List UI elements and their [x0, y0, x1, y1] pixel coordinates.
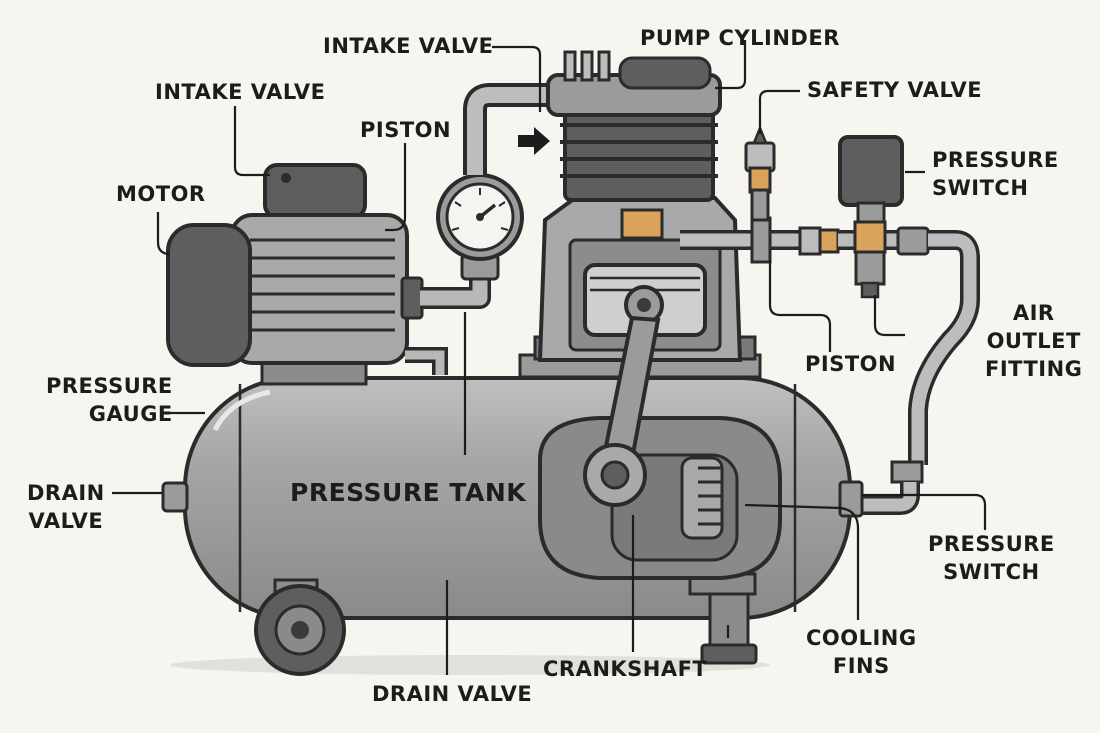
label-piston-left: PISTON — [360, 118, 452, 142]
label-drain-valve-left: DRAIN VALVE — [27, 481, 105, 533]
wheel — [254, 578, 346, 676]
label-air-outlet-fitting: AIR OUTLET FITTING — [985, 301, 1083, 381]
pressure-switch-graphic — [838, 135, 904, 299]
motor — [166, 163, 424, 386]
intake-pipe — [463, 83, 555, 175]
label-intake-valve-left: INTAKE VALVE — [155, 80, 326, 104]
cooling-fins-graphic — [680, 456, 724, 540]
piston-assembly — [583, 263, 707, 507]
drain-valve-left-fitting — [161, 481, 189, 513]
label-piston-right: PISTON — [805, 352, 897, 376]
label-intake-valve-top: INTAKE VALVE — [323, 34, 494, 58]
safety-valve-graphic — [744, 124, 776, 222]
leader-lines — [112, 40, 987, 675]
label-motor: MOTOR — [116, 182, 206, 206]
label-crankshaft: CRANKSHAFT — [543, 657, 708, 681]
label-cooling-fins: COOLING FINS — [806, 626, 917, 678]
pressure-gauge-dial — [436, 173, 524, 261]
label-drain-valve-bottom: DRAIN VALVE — [372, 682, 533, 706]
drain-valve-bottom-fitting — [700, 592, 758, 665]
crankcase — [538, 416, 782, 580]
label-pressure-switch-top: PRESSURE SWITCH — [932, 148, 1059, 200]
label-safety-valve: SAFETY VALVE — [807, 78, 983, 102]
flow-arrow-icon — [518, 127, 550, 155]
label-pump-cylinder: PUMP CYLINDER — [640, 26, 840, 50]
label-pressure-gauge: PRESSURE GAUGE — [46, 374, 173, 426]
gauge-pipe — [405, 253, 500, 375]
label-pressure-switch-bottom: PRESSURE SWITCH — [928, 532, 1055, 584]
outlet-piping — [680, 216, 980, 518]
label-pressure-tank: PRESSURE TANK — [290, 478, 527, 507]
